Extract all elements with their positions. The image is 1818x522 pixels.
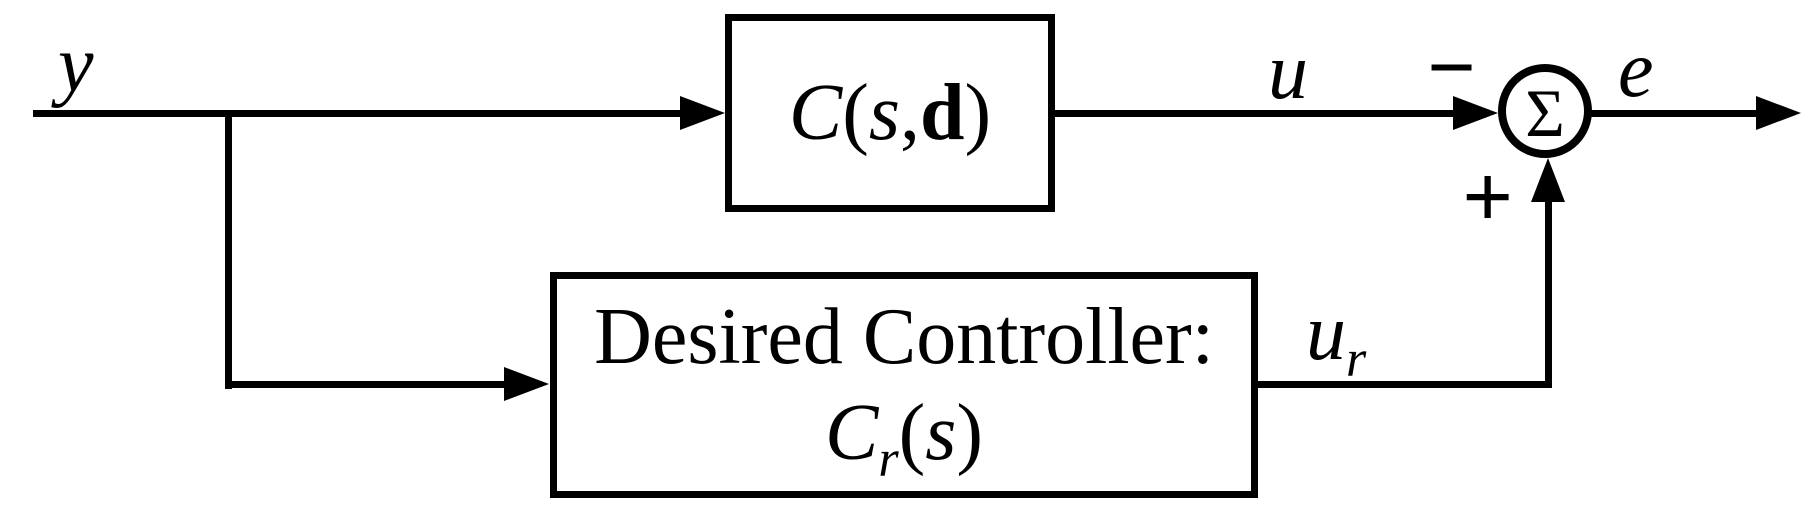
controller-param: d xyxy=(920,69,965,157)
desired-controller-block: Desired Controller: Cr(s) xyxy=(550,272,1258,498)
controller-block: C(s,d) xyxy=(725,14,1055,212)
arrow-into-desired-controller-icon xyxy=(504,367,549,401)
minus-sign: − xyxy=(1427,19,1477,115)
summing-junction: Σ xyxy=(1498,64,1592,158)
plus-sign: + xyxy=(1462,148,1514,247)
desired-name: C xyxy=(824,389,879,477)
controller-rparen: ) xyxy=(964,69,992,157)
arrow-into-sum-bottom-icon xyxy=(1531,158,1565,202)
desired-rparen: ) xyxy=(956,389,984,477)
desired-subscript: r xyxy=(878,431,899,488)
branch-wire-horizontal xyxy=(225,381,505,388)
desired-lparen: ( xyxy=(898,389,926,477)
input-signal-label: y xyxy=(58,21,94,109)
error-output-label: e xyxy=(1618,26,1654,114)
reference-label-subscript: r xyxy=(1346,331,1367,388)
input-wire xyxy=(33,110,683,117)
sigma-symbol: Σ xyxy=(1525,75,1565,151)
reference-riser-wire xyxy=(1545,202,1552,388)
arrow-error-output-icon xyxy=(1756,96,1801,130)
desired-arg: s xyxy=(925,389,957,477)
desired-controller-title: Desired Controller: xyxy=(594,293,1214,381)
controller-name: C xyxy=(788,69,843,157)
arrow-into-sum-left-icon xyxy=(1453,96,1498,130)
reference-label-base: u xyxy=(1306,289,1346,377)
branch-wire-vertical xyxy=(225,110,232,389)
controller-arg: s xyxy=(868,69,900,157)
controller-block-label: C(s,d) xyxy=(789,65,991,161)
controller-lparen: ( xyxy=(842,69,869,157)
controller-comma: , xyxy=(900,69,920,157)
reference-output-wire xyxy=(1256,381,1552,388)
controller-output-label: u xyxy=(1268,28,1308,116)
controller-output-wire xyxy=(1053,110,1453,117)
desired-controller-formula: Cr(s) xyxy=(824,385,984,486)
reference-output-label: ur xyxy=(1306,293,1366,386)
arrow-into-controller-icon xyxy=(680,96,725,130)
error-output-wire xyxy=(1590,110,1756,117)
